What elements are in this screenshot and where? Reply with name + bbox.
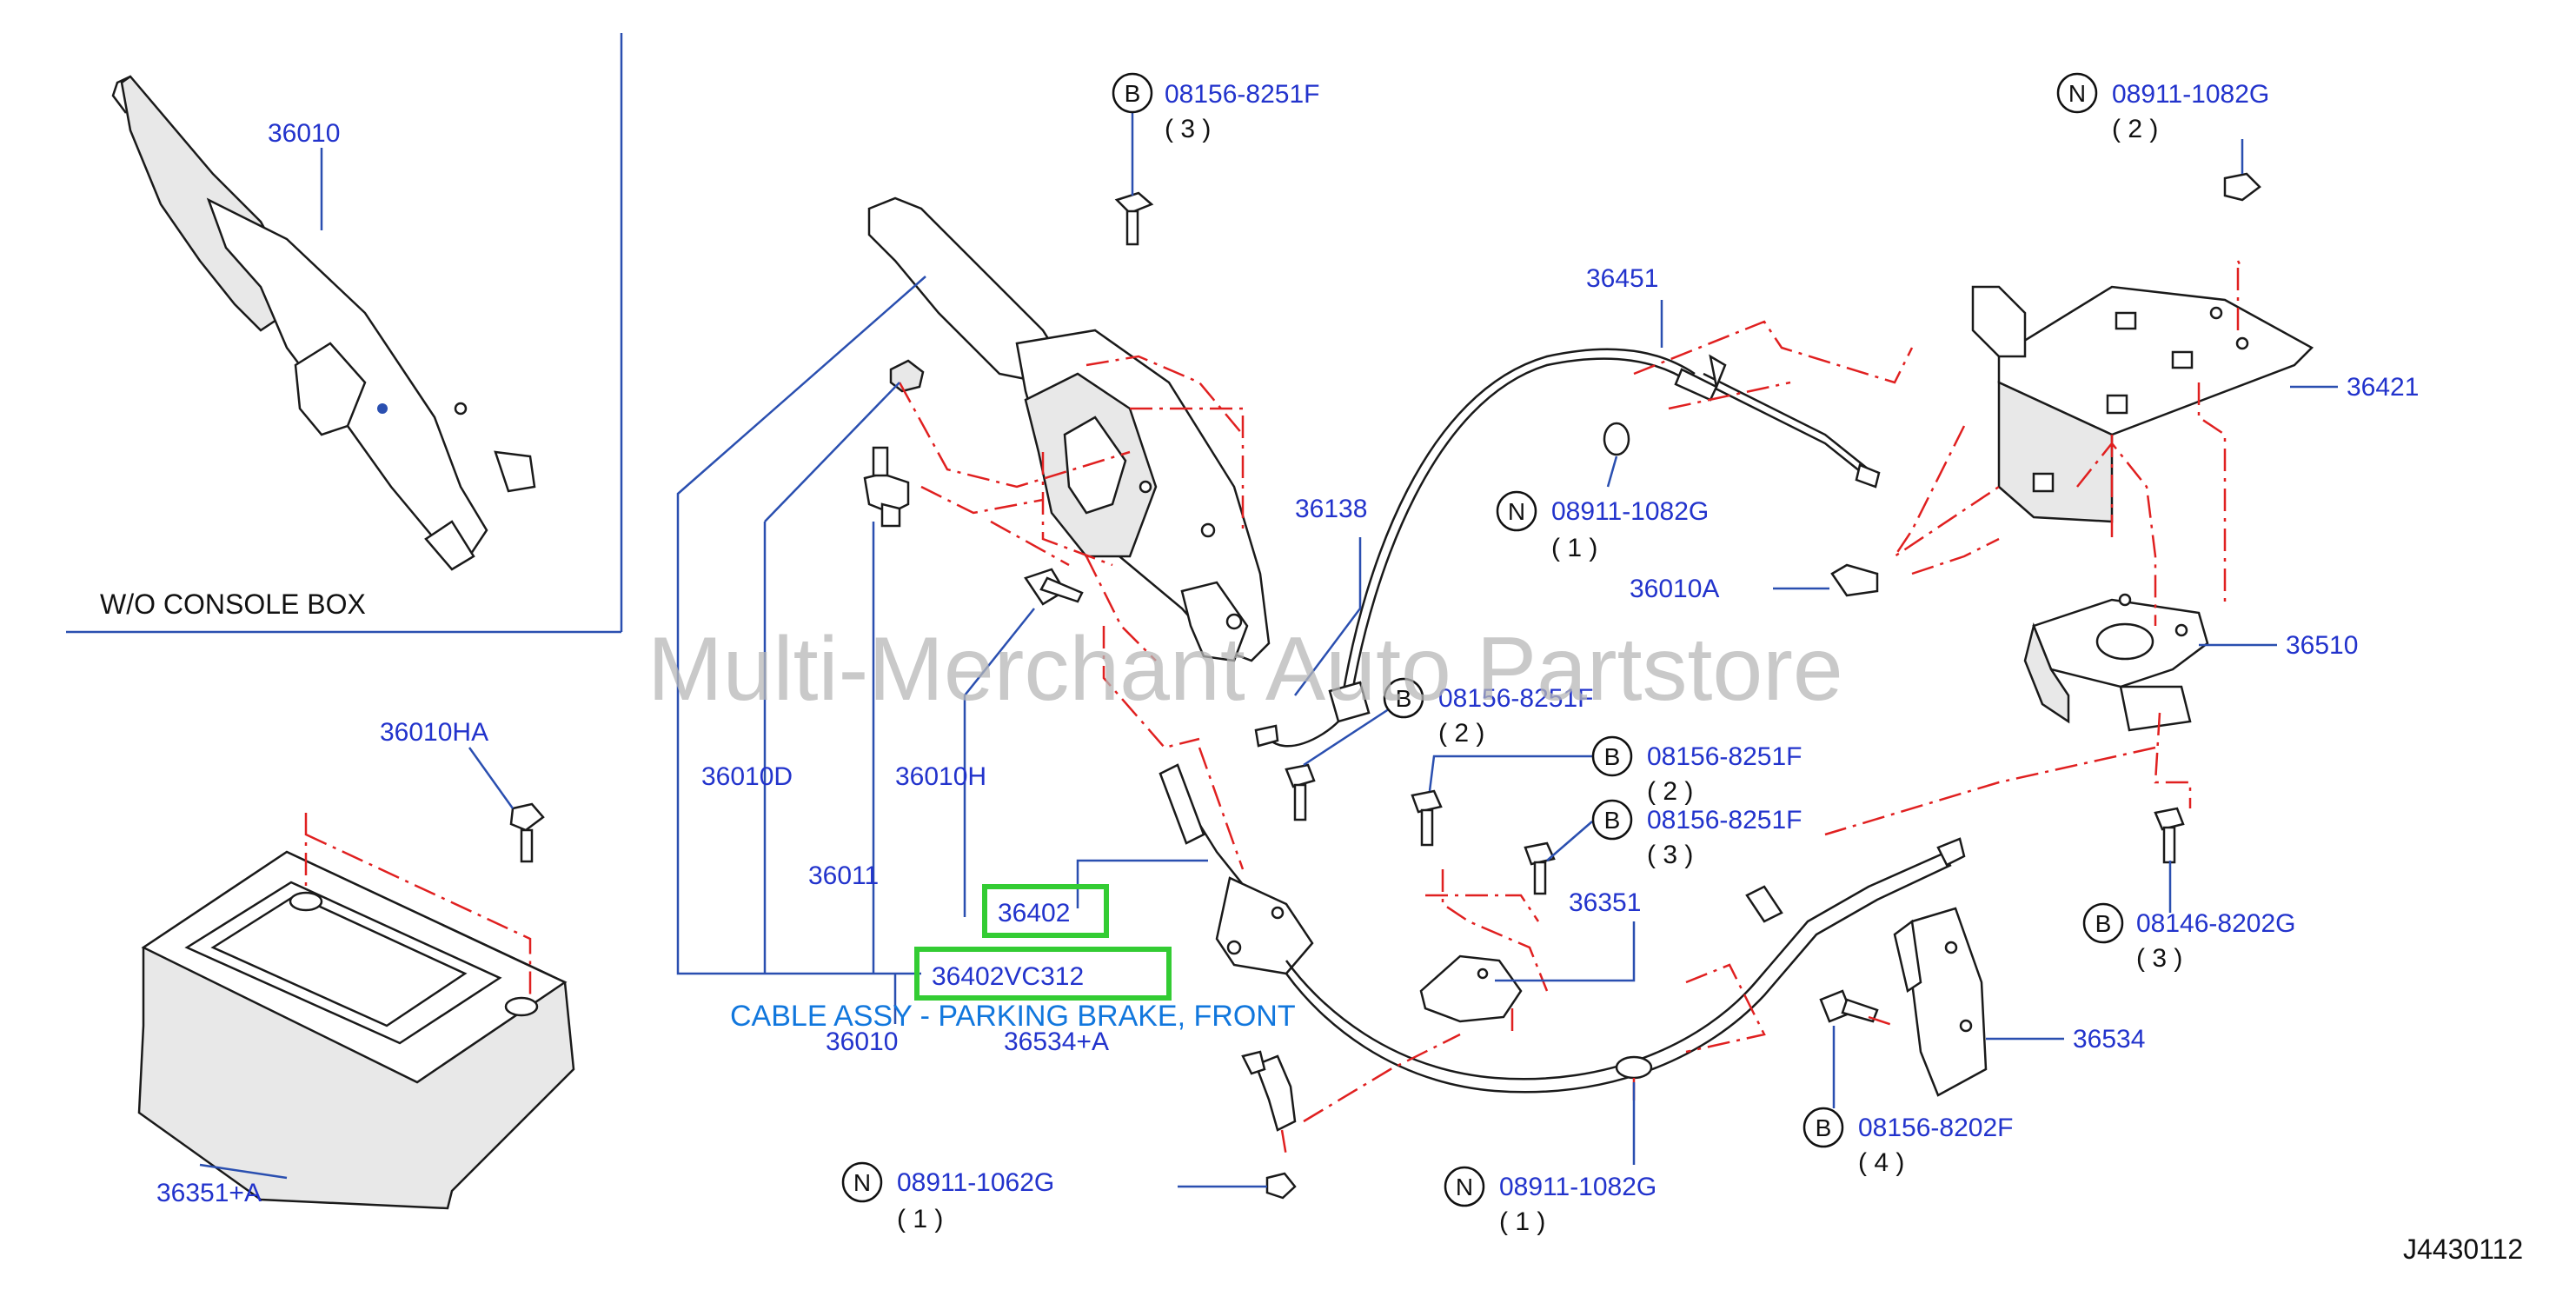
callout-7: B 08146-8202G ( 3 ) [2082,902,2296,973]
label-36351A: 36351+A [156,1179,262,1207]
callout-10: N 08911-1082G ( 1 ) [1444,1166,1656,1236]
part-description: CABLE ASSY - PARKING BRAKE, FRONT [730,1000,1296,1033]
bracket-36510 [2023,593,2209,732]
svg-text:B: B [1816,1114,1832,1141]
svg-text:B: B [1125,80,1141,107]
callout-3: N 08911-1082G ( 1 ) [1496,490,1709,562]
callout-part: 08156-8251F [1647,806,1802,835]
label-36010A: 36010A [1630,575,1719,603]
callout-5: B 08156-8251F ( 2 ) [1591,735,1802,806]
inset-panel: 36010 W/O CONSOLE BOX [66,33,623,634]
callout-part: 08911-1082G [1499,1173,1656,1201]
callout-qty: ( 1 ) [897,1205,943,1233]
label-36534A: 36534+A [1004,1027,1109,1056]
leader-lines [199,113,2338,1188]
watermark: Multi-Merchant Auto Partstore [647,619,1843,720]
callout-qty: ( 1 ) [1551,534,1597,562]
main-lever-drawing [867,196,1271,662]
label-36010H: 36010H [895,762,986,791]
callout-2: N 08911-1082G ( 2 ) [2056,72,2269,143]
label-36351: 36351 [1569,888,1641,917]
label-36011: 36011 [808,861,879,890]
console-box-drawing [137,813,575,1210]
label-36510: 36510 [2286,631,2358,660]
callout-8: B 08156-8202F ( 4 ) [1803,1107,2013,1177]
fasteners [509,172,2261,1200]
callout-4: B 08156-8251F ( 2 ) [1383,677,1593,748]
label-36534: 36534 [2073,1025,2145,1054]
callout-qty: ( 2 ) [2112,115,2158,143]
cable-36451 [1254,348,1881,748]
inset-lever-drawing [111,75,536,571]
callout-part: 08156-8202F [1858,1114,2013,1142]
label-36010D: 36010D [701,762,793,791]
svg-text:B: B [1604,807,1621,834]
highlight-part-label: 36402 [998,899,1070,928]
svg-text:N: N [1508,498,1525,525]
highlight-part-number: 36402VC312 [932,962,1084,991]
highlight-36402[interactable]: 36402 [982,884,1109,938]
callout-part: 08911-1082G [1551,497,1709,526]
inset-caption: W/O CONSOLE BOX [100,588,366,620]
svg-text:B: B [2095,910,2112,937]
diagram-code: J4430112 [2403,1233,2523,1265]
callout-qty: ( 2 ) [1647,777,1693,806]
bolt-36010H [1024,568,1084,606]
callout-part: 08156-8251F [1165,80,1319,109]
bracket-36534A [1241,1050,1297,1132]
label-36010HA: 36010HA [380,718,488,747]
callout-part: 08911-1082G [2112,80,2269,109]
callout-qty: ( 3 ) [1647,841,1693,869]
highlight-36402VC312[interactable]: 36402VC312 [914,947,1172,1001]
plate-36351 [1419,954,1523,1023]
svg-text:N: N [2068,80,2086,107]
callout-qty: ( 1 ) [1499,1207,1545,1236]
callout-part: 08911-1062G [897,1168,1054,1197]
svg-text:B: B [1396,685,1412,712]
callout-qty: ( 2 ) [1438,719,1484,748]
callout-9: N 08911-1062G ( 1 ) [841,1161,1054,1233]
callout-qty: ( 4 ) [1858,1148,1904,1177]
callout-qty: ( 3 ) [1165,115,1211,143]
label-36010: 36010 [826,1027,898,1056]
label-36138: 36138 [1295,495,1367,523]
clip-36011 [863,446,910,528]
bracket-36421 [1971,285,2314,523]
inset-part-label: 36010 [268,119,340,148]
callout-1: B 08156-8251F ( 3 ) [1112,72,1319,143]
label-36421: 36421 [2347,373,2419,402]
rear-cable [1285,837,1966,1094]
callout-part: 08156-8251F [1438,684,1593,713]
callout-6: B 08156-8251F ( 3 ) [1591,799,1802,869]
callout-part: 08156-8251F [1647,742,1802,771]
callout-part: 08146-8202G [2136,909,2296,938]
label-36451: 36451 [1586,264,1658,293]
svg-text:N: N [1456,1174,1473,1200]
svg-text:N: N [853,1169,871,1196]
svg-text:B: B [1604,743,1621,770]
bracket-36534 [1893,907,1988,1097]
callout-qty: ( 3 ) [2136,944,2182,973]
front-cable-36402 [1159,763,1314,975]
